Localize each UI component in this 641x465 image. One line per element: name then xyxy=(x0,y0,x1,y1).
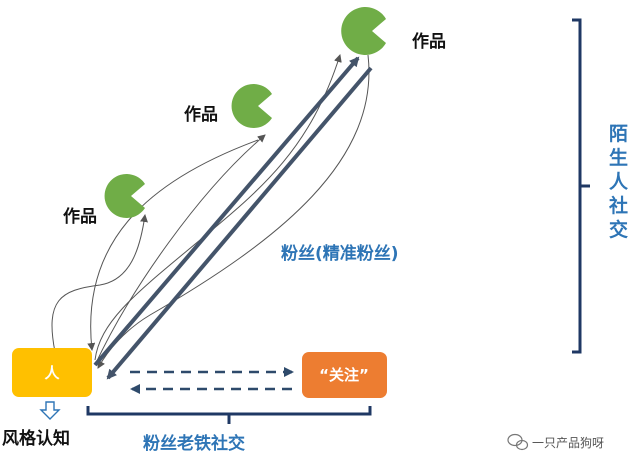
work-label-2: 作品 xyxy=(184,104,218,125)
stranger-social-char-4: 社 xyxy=(608,194,628,217)
work-icon-2 xyxy=(231,84,272,128)
stranger-social-char-3: 人 xyxy=(609,171,629,193)
stranger-social-char-1: 陌 xyxy=(609,123,628,145)
main-double-arrows xyxy=(93,56,373,380)
fan-social-label: 粉丝老铁社交 xyxy=(143,433,245,454)
bottom-bracket xyxy=(86,406,372,424)
curve-person-to-work-1 xyxy=(51,214,148,353)
curve-work-2-to-person xyxy=(87,139,259,351)
right-bracket xyxy=(572,18,590,354)
stranger-social-label: 陌 生 人 社 交 xyxy=(608,123,629,241)
work-label-1: 作品 xyxy=(63,206,97,227)
arrow-person-to-work xyxy=(93,56,360,367)
fans-label: 粉丝(精准粉丝) xyxy=(281,243,399,264)
pacman-icon xyxy=(104,174,145,219)
dashed-arrows xyxy=(130,367,294,394)
work-icon-1 xyxy=(104,174,145,219)
watermark: 一只产品狗呀 xyxy=(507,433,604,451)
curve-person-to-work-2 xyxy=(94,134,266,366)
person-label: 人 xyxy=(44,364,60,382)
style-label: 风格认知 xyxy=(2,428,70,449)
person-box xyxy=(12,348,92,397)
follow-box xyxy=(302,352,387,398)
wechat-icon xyxy=(507,433,529,451)
work-icon-3 xyxy=(341,7,386,56)
work-label-3: 作品 xyxy=(412,31,446,52)
down-arrow-icon xyxy=(39,401,61,420)
stranger-social-char-5: 交 xyxy=(609,218,628,241)
arrow-work-to-person xyxy=(106,66,373,380)
pacman-icon xyxy=(231,84,272,128)
pacman-icon xyxy=(341,7,386,56)
follow-label: “关注” xyxy=(319,366,369,384)
stranger-social-char-2: 生 xyxy=(609,146,628,169)
watermark-text: 一只产品狗呀 xyxy=(532,436,604,450)
